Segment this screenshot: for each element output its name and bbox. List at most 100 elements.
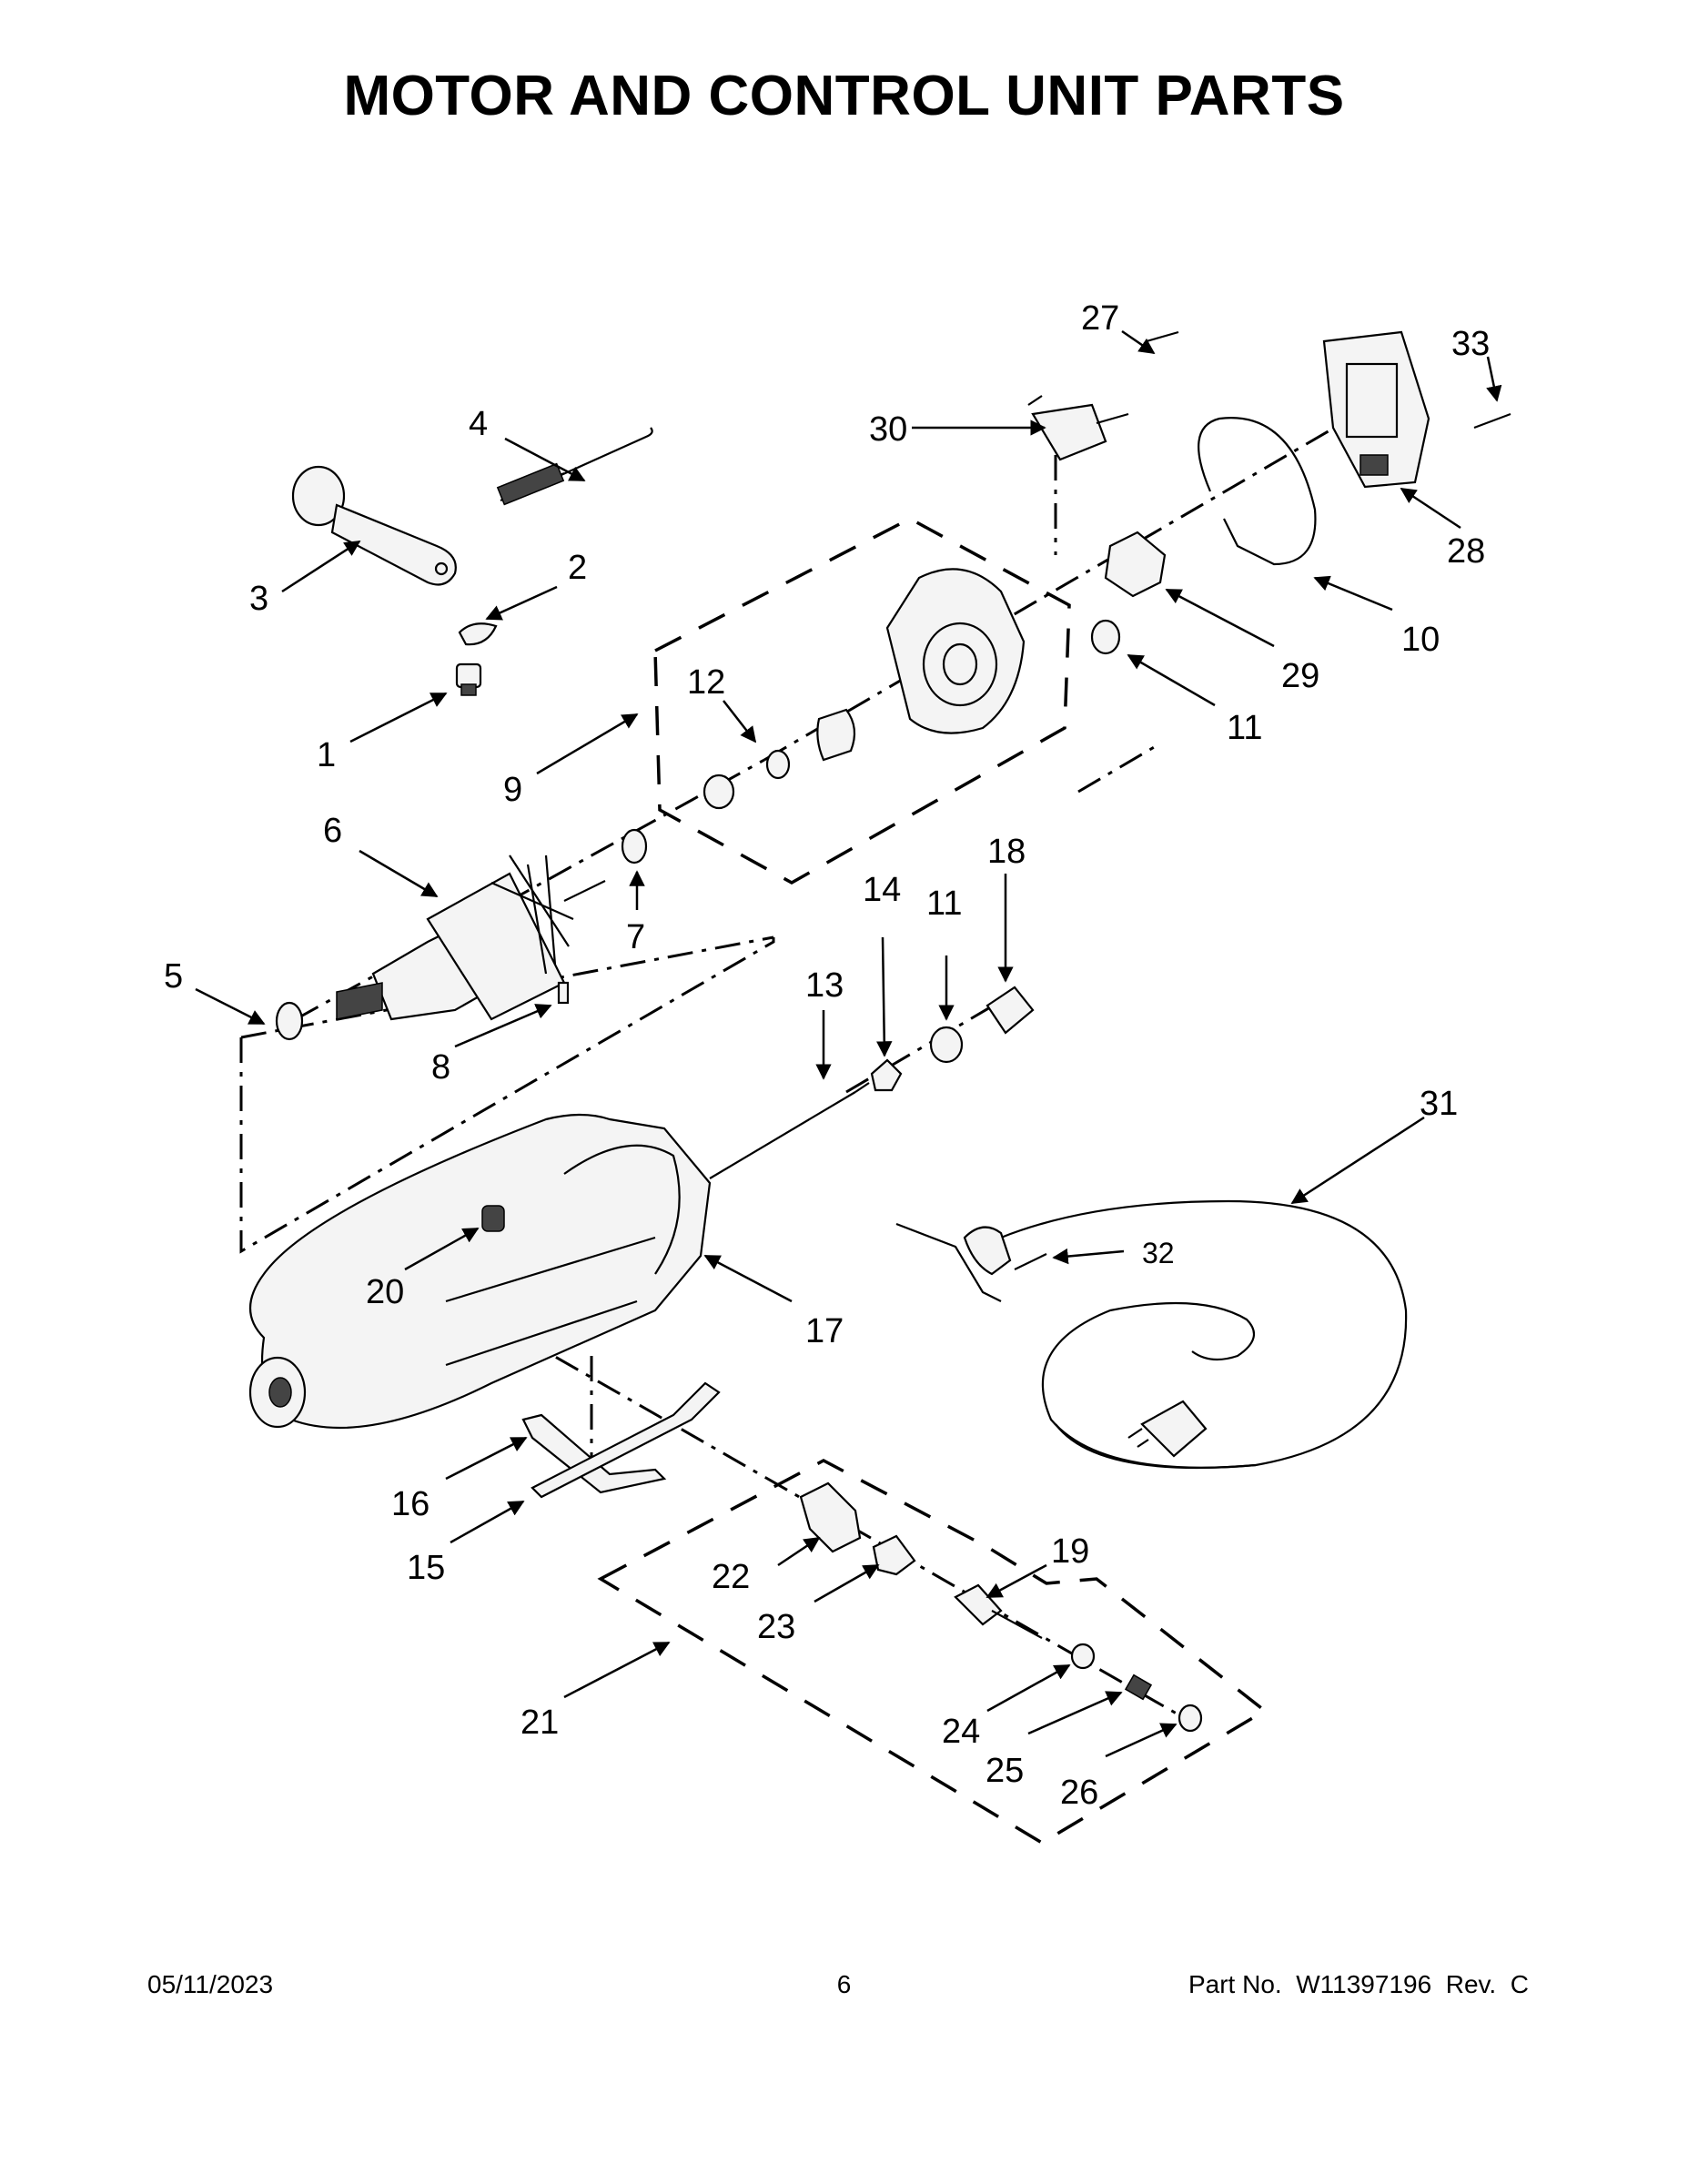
part-12-retainer-parts [702, 708, 856, 810]
leader-11-upper [1127, 653, 1216, 707]
part-24-bushing [1070, 1643, 1096, 1670]
callout-22: 22 [712, 1558, 750, 1596]
leader-9 [536, 713, 639, 775]
part-33-screw [1473, 412, 1511, 430]
leader-2 [485, 585, 558, 621]
leader-17 [703, 1254, 793, 1303]
callout-9: 9 [503, 771, 522, 809]
callout-31: 31 [1420, 1085, 1458, 1123]
callout-7: 7 [626, 918, 645, 956]
part-4-spring [496, 427, 653, 506]
leader-3 [281, 540, 361, 593]
part-14-lock-washer [870, 1058, 903, 1092]
part-27-screw [1146, 330, 1179, 343]
leader-15 [450, 1500, 525, 1544]
part-2-plate [458, 622, 498, 646]
part-32-screw [1014, 1253, 1047, 1270]
callout-12: 12 [687, 663, 725, 702]
part-25-spring [1124, 1673, 1153, 1701]
leader-24 [986, 1663, 1071, 1713]
footer-date: 05/11/2023 [147, 1970, 274, 1998]
leader-16 [445, 1436, 528, 1481]
callout-20: 20 [366, 1273, 404, 1311]
leader-32 [1052, 1248, 1125, 1265]
callout-18: 18 [987, 833, 1026, 871]
leader-33 [1486, 356, 1502, 402]
part-15-speed-lever-rod [531, 1381, 721, 1499]
leader-29 [1165, 588, 1275, 648]
callout-4: 4 [469, 405, 488, 443]
callout-21: 21 [521, 1704, 559, 1742]
callout-19: 19 [1051, 1532, 1089, 1571]
leader-21 [563, 1641, 671, 1699]
callout-13: 13 [805, 966, 844, 1005]
leader-19 [986, 1563, 1047, 1599]
callout-24: 24 [942, 1713, 980, 1751]
callout-15: 15 [407, 1549, 445, 1587]
axis-main [295, 758, 765, 1021]
callout-3: 3 [249, 580, 268, 618]
axis-drive [845, 999, 1002, 1094]
leader-23 [814, 1563, 880, 1603]
part-7-washer [621, 828, 648, 864]
leader-25 [1027, 1691, 1123, 1735]
callout-16: 16 [391, 1485, 430, 1523]
leader-27 [1121, 329, 1156, 355]
callout-1: 1 [317, 736, 336, 774]
leader-1 [349, 692, 448, 743]
callout-6: 6 [323, 812, 342, 850]
callout-25: 25 [986, 1752, 1024, 1790]
part-10-mounting-bracket [1198, 417, 1317, 566]
leader-22 [777, 1536, 821, 1567]
callout-23: 23 [757, 1608, 795, 1646]
callout-30: 30 [869, 410, 907, 449]
callout-11-lower: 11 [926, 885, 962, 923]
leader-5 [195, 987, 266, 1026]
callout-28: 28 [1447, 532, 1485, 571]
part-16-spring-clip [521, 1413, 667, 1494]
part-11-upper-bearing [1090, 619, 1121, 655]
axis-cord [1077, 744, 1157, 794]
leader-26 [1105, 1723, 1178, 1758]
part-18-spacer [986, 986, 1035, 1035]
group-motor-dashdot-box [239, 937, 775, 1254]
callout-10: 10 [1401, 621, 1440, 659]
callout-29: 29 [1281, 657, 1319, 695]
leader-8 [454, 1004, 552, 1048]
callout-26: 26 [1060, 1774, 1098, 1812]
callout-11-upper: 11 [1227, 709, 1262, 747]
part-6-armature [336, 854, 606, 1021]
part-31-power-cord [895, 1199, 1408, 1470]
callout-2: 2 [568, 549, 587, 587]
leader-31 [1290, 1116, 1425, 1205]
footer-page-number: 6 [836, 1970, 852, 1998]
page-title: MOTOR AND CONTROL UNIT PARTS [343, 65, 1345, 127]
leader-4 [504, 437, 586, 482]
part-11-lower-bearing [929, 1026, 964, 1064]
group-motor-dashdot-box-2 [240, 935, 774, 1039]
part-30-connector [1027, 395, 1129, 461]
part-28-control-board [1322, 330, 1430, 489]
part-29-brush-holder [1104, 531, 1167, 598]
group-9-dashed-box [653, 517, 1071, 885]
leader-10 [1313, 575, 1393, 612]
callout-17: 17 [805, 1312, 844, 1350]
part-9-fan-housing [885, 568, 1026, 734]
part-22-sleeve [799, 1481, 862, 1553]
callout-14: 14 [863, 871, 901, 909]
part-1-screw [455, 662, 482, 696]
part-13-worm-shaft [709, 1082, 870, 1179]
part-17-motor-housing [248, 1113, 712, 1430]
part-3-speed-control-lever [291, 465, 457, 586]
part-26-cap [1178, 1704, 1203, 1733]
leader-12 [723, 700, 757, 743]
callout-33: 33 [1451, 325, 1490, 363]
callout-32: 32 [1142, 1237, 1175, 1269]
leader-28 [1400, 487, 1461, 530]
part-19-worm-gear [954, 1583, 1043, 1639]
footer-part-number: Part No. W11397196 Rev. C [1188, 1970, 1529, 1998]
callout-5: 5 [164, 957, 183, 996]
leader-14 [876, 936, 893, 1057]
leader-6 [359, 849, 439, 898]
